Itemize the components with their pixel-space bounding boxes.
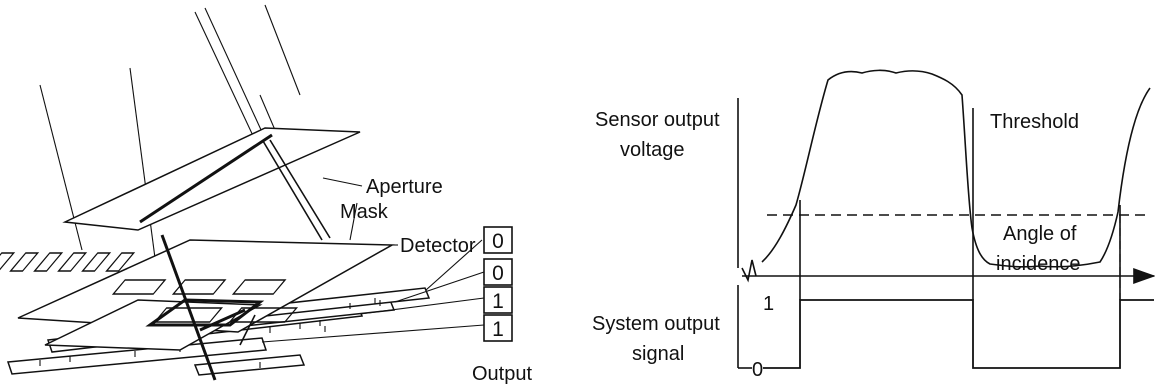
angle-label: Angle of [1003, 223, 1077, 245]
output-label: Output [472, 363, 532, 385]
output-bits: 0 0 1 1 [483, 226, 513, 342]
aperture-plate [62, 127, 361, 231]
system-output-signal [763, 299, 1154, 369]
light-path [160, 139, 331, 381]
system-output-label-line2: signal [632, 343, 684, 365]
output-bit-box [483, 226, 513, 254]
sensor-assembly: Aperture Mask Detector 0 0 1 1 Output [0, 4, 532, 385]
output-bit-value: 1 [492, 318, 504, 341]
mask-label: Mask [340, 201, 389, 223]
level-low-label: 0 [752, 359, 763, 381]
level-high-label: 1 [763, 293, 774, 315]
aperture-label: Aperture [366, 176, 443, 198]
angle-label-line2: incidence [996, 253, 1081, 275]
mask-plate [0, 239, 395, 351]
sensor-output-label-line2: voltage [620, 139, 685, 161]
output-bit-value: 0 [492, 262, 504, 285]
system-output-label: System output [592, 313, 720, 335]
output-bit-value: 0 [492, 230, 504, 253]
output-bit-box [483, 258, 513, 286]
detector-label: Detector [400, 235, 476, 257]
sensor-output-label: Sensor output [595, 109, 720, 131]
leader-lines [261, 177, 485, 343]
output-bit-value: 1 [492, 290, 504, 313]
output-bit-box [483, 314, 513, 342]
output-bit-box [483, 286, 513, 314]
signal-diagram: Sensor output voltage Threshold Angle of… [592, 69, 1155, 381]
sensor-output-curve [761, 69, 1151, 268]
threshold-label: Threshold [990, 111, 1079, 133]
